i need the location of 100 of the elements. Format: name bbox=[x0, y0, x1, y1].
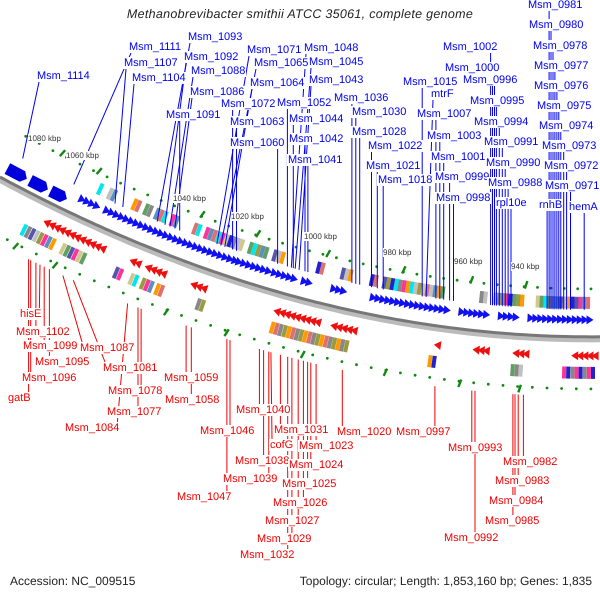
leader-line bbox=[342, 369, 343, 426]
accession-text: Accession: NC_009515 bbox=[10, 575, 136, 587]
gene-label: Msm_1084 bbox=[64, 422, 120, 434]
gene-label: Msm_1107 bbox=[123, 57, 179, 69]
gene-label: Msm_1104 bbox=[131, 72, 187, 84]
gene-label: Msm_1102 bbox=[15, 326, 71, 338]
gene-label: Msm_1018 bbox=[377, 174, 434, 186]
scale-label: 1000 kbp bbox=[304, 232, 337, 241]
gene-label: gatB bbox=[7, 392, 32, 404]
leader-line bbox=[546, 210, 548, 310]
gene-label: Msm_1023 bbox=[298, 440, 354, 452]
gene-label: Msm_0975 bbox=[536, 100, 592, 112]
leader-line bbox=[584, 212, 585, 310]
gene-label: Msm_1039 bbox=[222, 473, 278, 485]
leader-line bbox=[566, 172, 568, 310]
gene-label: Msm_1000 bbox=[444, 62, 500, 74]
gene-label: Msm_1042 bbox=[288, 133, 344, 145]
gene-label: Msm_1007 bbox=[416, 108, 472, 120]
gene-label: hisE bbox=[19, 308, 42, 320]
gene-label: mtrF bbox=[430, 88, 455, 100]
gene-label: Msm_1026 bbox=[272, 497, 328, 509]
scale-label: 960 kbp bbox=[454, 257, 482, 266]
leader-line bbox=[286, 108, 288, 267]
gene-label: Msm_1030 bbox=[351, 106, 408, 118]
title: Methanobrevibacter smithii ATCC 35061, complete genome bbox=[126, 8, 474, 20]
gene-label: Msm_1027 bbox=[264, 515, 320, 527]
gene-label: Msm_1072 bbox=[220, 98, 276, 110]
scale-label: 1080 kbp bbox=[28, 134, 61, 143]
leader-line bbox=[186, 325, 187, 372]
gene-label: Msm_1093 bbox=[187, 31, 244, 43]
gene-label: Msm_1043 bbox=[308, 74, 364, 86]
gene-label: Msm_0976 bbox=[533, 80, 590, 92]
gene-label: Msm_1114 bbox=[36, 70, 91, 82]
gene-label: Msm_1048 bbox=[303, 42, 360, 54]
leader-line bbox=[307, 166, 308, 273]
gene-label: Msm_0980 bbox=[528, 19, 584, 31]
gene-label: Msm_1041 bbox=[287, 154, 344, 166]
gene-label: Msm_1044 bbox=[288, 113, 344, 125]
gene-label: Msm_1021 bbox=[365, 160, 422, 172]
leader-line bbox=[359, 138, 360, 286]
gene-label: Msm_1077 bbox=[106, 406, 162, 418]
leader-line bbox=[434, 386, 436, 426]
gene-label: Msm_1036 bbox=[333, 92, 390, 104]
gene-label: Msm_0982 bbox=[502, 456, 558, 468]
leader-line bbox=[122, 84, 134, 208]
scale-label: 1020 kbp bbox=[231, 212, 264, 221]
gene-label: Msm_1029 bbox=[256, 533, 312, 545]
gene-label: Msm_1020 bbox=[336, 426, 392, 438]
gene-label: Msm_0994 bbox=[473, 116, 530, 128]
gene-label: Msm_0983 bbox=[494, 475, 550, 487]
leader-line bbox=[453, 204, 454, 302]
gene-label: Msm_1088 bbox=[190, 65, 246, 77]
gene-label: Msm_0999 bbox=[434, 171, 490, 183]
gene-label: Msm_0997 bbox=[395, 426, 452, 438]
gene-label: Msm_1081 bbox=[102, 362, 158, 374]
leader-line bbox=[351, 104, 352, 284]
gene-label: Msm_1038 bbox=[234, 455, 290, 467]
leader-line bbox=[263, 350, 264, 456]
gene-label: Msm_0993 bbox=[447, 442, 504, 454]
gene-label: Msm_0973 bbox=[541, 140, 598, 152]
gene-label: Msm_1060 bbox=[229, 137, 286, 149]
leader-line bbox=[22, 82, 40, 159]
gene-label: Msm_1047 bbox=[176, 491, 232, 503]
gene-label: Msm_1078 bbox=[107, 385, 164, 397]
gene-label: Msm_0972 bbox=[543, 160, 600, 172]
leader-line bbox=[474, 390, 476, 532]
gene-label: Msm_1111 bbox=[128, 41, 182, 53]
leader-line bbox=[371, 152, 372, 288]
gene-label: Msm_0971 bbox=[544, 180, 600, 192]
gene-label: Msm_1028 bbox=[351, 126, 408, 138]
gene-label: Msm_1096 bbox=[21, 372, 78, 384]
gene-label: Msm_1052 bbox=[276, 97, 332, 109]
gene-label: Msm_1064 bbox=[249, 77, 306, 89]
gene-label: rpl10e bbox=[495, 197, 528, 209]
gene-label: Msm_0978 bbox=[532, 40, 588, 52]
gene-label: Msm_1091 bbox=[165, 109, 222, 121]
gene-label: rnhB bbox=[538, 199, 564, 211]
gene-label: Msm_1001 bbox=[430, 151, 486, 163]
gene-label: Msm_0995 bbox=[469, 95, 526, 107]
gene-label: Msm_1065 bbox=[253, 57, 310, 69]
leader-line bbox=[522, 394, 524, 456]
scale-label: 1060 kbp bbox=[66, 151, 99, 160]
leader-line bbox=[376, 172, 378, 289]
scale-label: 980 kbp bbox=[383, 248, 412, 257]
gene-label: Msm_0988 bbox=[487, 177, 544, 189]
gene-label: Msm_1059 bbox=[163, 372, 220, 384]
leader-line bbox=[114, 68, 126, 204]
gene-label: Msm_0984 bbox=[488, 495, 544, 507]
gene-label: Msm_1024 bbox=[288, 459, 344, 471]
gene-label: Msm_1099 bbox=[22, 340, 78, 352]
gene-label: Msm_0990 bbox=[485, 157, 542, 169]
gene-label: Msm_0981 bbox=[527, 0, 584, 11]
leader-line bbox=[270, 352, 272, 440]
gene-label: Msm_0985 bbox=[484, 515, 540, 527]
gene-label: Msm_1002 bbox=[442, 41, 498, 53]
gene-label: Msm_0974 bbox=[538, 120, 594, 132]
gene-label: Msm_1003 bbox=[426, 130, 482, 142]
gene-label: Msm_1015 bbox=[402, 76, 458, 88]
gene-label: cofG bbox=[269, 439, 294, 451]
gene-label: Msm_1032 bbox=[239, 549, 296, 561]
